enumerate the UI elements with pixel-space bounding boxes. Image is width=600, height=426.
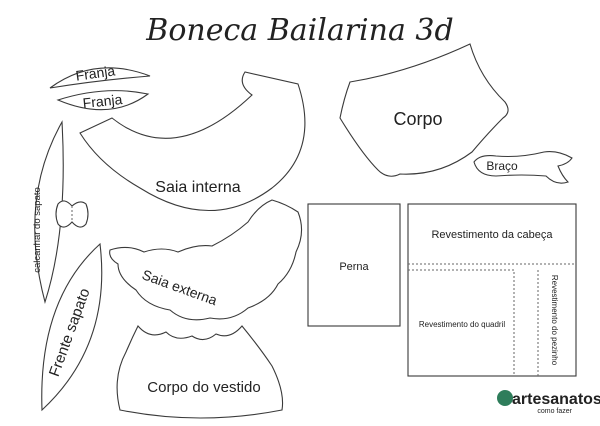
saia-interna-piece	[79, 71, 306, 211]
franja-label-2: Franja	[82, 91, 123, 111]
revestimento-pezinho-label: Revestimento do pezinho	[550, 275, 559, 366]
braco-piece	[473, 151, 573, 184]
logo-brand-text: artesanatos	[512, 391, 600, 408]
saia-interna-label: Saia interna	[155, 179, 240, 196]
calcanhar-sapato-piece	[34, 120, 64, 304]
frente-sapato-piece	[41, 242, 103, 412]
perna-label: Perna	[339, 261, 369, 273]
revestimento-piece	[407, 203, 577, 377]
corpo-piece	[339, 43, 509, 177]
logo-mark-icon	[497, 390, 513, 406]
franja-piece-2	[56, 90, 150, 111]
revestimento-quadril-label: Revestimento do quadril	[419, 320, 505, 329]
braco-label: Braço	[486, 159, 518, 173]
corpo-vestido-piece	[116, 325, 284, 419]
franja-piece-1	[49, 67, 151, 89]
revestimento-cabeca-label: Revestimento da cabeça	[431, 229, 553, 241]
page-title: Boneca Bailarina 3d	[145, 13, 453, 48]
saia-externa-piece	[109, 199, 303, 321]
calcanhar-sapato-label: calcanhar do sapato	[32, 187, 43, 273]
perna-piece	[307, 203, 401, 327]
franja-label-1: Franja	[75, 62, 117, 83]
logo-tagline: como fazer	[537, 408, 572, 415]
brand-logo: artesanatos como fazer	[497, 390, 600, 415]
corpo-vestido-label: Corpo do vestido	[147, 379, 260, 396]
corpo-label: Corpo	[393, 109, 442, 129]
revestimento-fold-quadril	[408, 269, 515, 376]
